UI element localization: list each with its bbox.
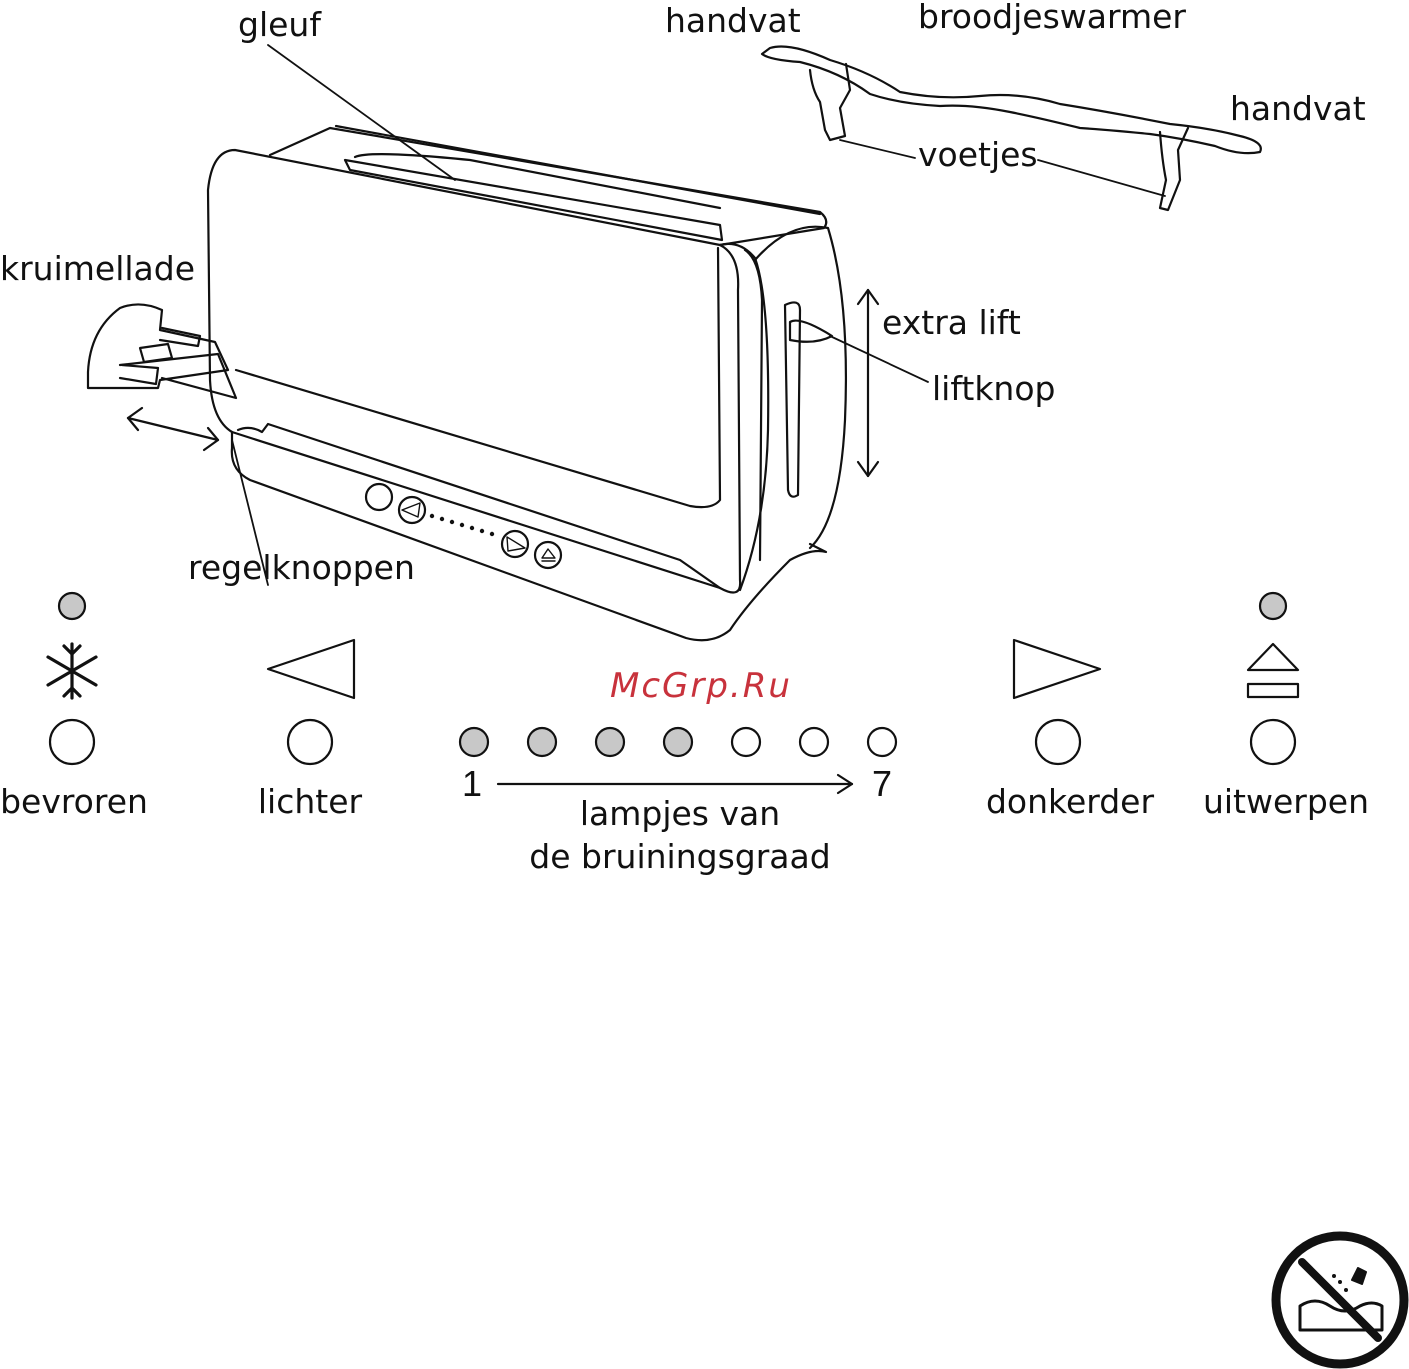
- watermark-text: McGrp.Ru: [610, 666, 792, 706]
- label-extra-lift: extra lift: [882, 306, 1021, 339]
- lighter-button[interactable]: [288, 720, 332, 764]
- triangle-left-icon: [268, 640, 354, 698]
- label-slot: gleuf: [238, 8, 321, 41]
- label-darker: donkerder: [986, 785, 1154, 818]
- label-lift-knob: liftknop: [932, 372, 1055, 405]
- crumb-tray: [88, 304, 236, 398]
- browning-lamp-3: [596, 728, 624, 756]
- lift-arrow: [858, 290, 878, 476]
- label-eject: uitwerpen: [1203, 785, 1369, 818]
- darker-button[interactable]: [1036, 720, 1080, 764]
- browning-lamps: [460, 728, 896, 756]
- toaster-top: [270, 126, 826, 245]
- label-browning-line1: lampjes van: [580, 797, 780, 830]
- browning-lamp-5: [732, 728, 760, 756]
- label-bun-warmer: broodjeswarmer: [918, 0, 1186, 33]
- label-scale-min: 1: [462, 766, 482, 802]
- browning-lamp-7: [868, 728, 896, 756]
- bun-warmer: [762, 47, 1261, 211]
- label-scale-max: 7: [872, 766, 892, 802]
- triangle-right-icon: [1014, 640, 1100, 698]
- label-crumb-tray: kruimellade: [0, 252, 195, 285]
- label-frozen: bevroren: [0, 785, 148, 818]
- crumb-tray-arrow: [128, 408, 218, 450]
- browning-lamp-4: [664, 728, 692, 756]
- eject-button[interactable]: [1251, 720, 1295, 764]
- frozen-indicator-lamp: [59, 593, 85, 619]
- browning-lamp-2: [528, 728, 556, 756]
- label-lighter: lichter: [258, 785, 362, 818]
- eject-icon: [1248, 644, 1298, 697]
- browning-lamp-6: [800, 728, 828, 756]
- browning-lamp-1: [460, 728, 488, 756]
- leader-lines: [232, 45, 1165, 585]
- label-feet: voetjes: [918, 138, 1038, 171]
- snowflake-icon: [48, 644, 96, 698]
- label-controls: regelknoppen: [188, 551, 415, 584]
- label-browning-line2: de bruiningsgraad: [529, 840, 830, 873]
- frozen-button[interactable]: [50, 720, 94, 764]
- no-water-immersion-icon: [1276, 1236, 1404, 1364]
- label-handle-right: handvat: [1230, 92, 1366, 125]
- scale-arrow: [498, 775, 852, 793]
- label-handle-left: handvat: [665, 4, 801, 37]
- eject-indicator-lamp: [1260, 593, 1286, 619]
